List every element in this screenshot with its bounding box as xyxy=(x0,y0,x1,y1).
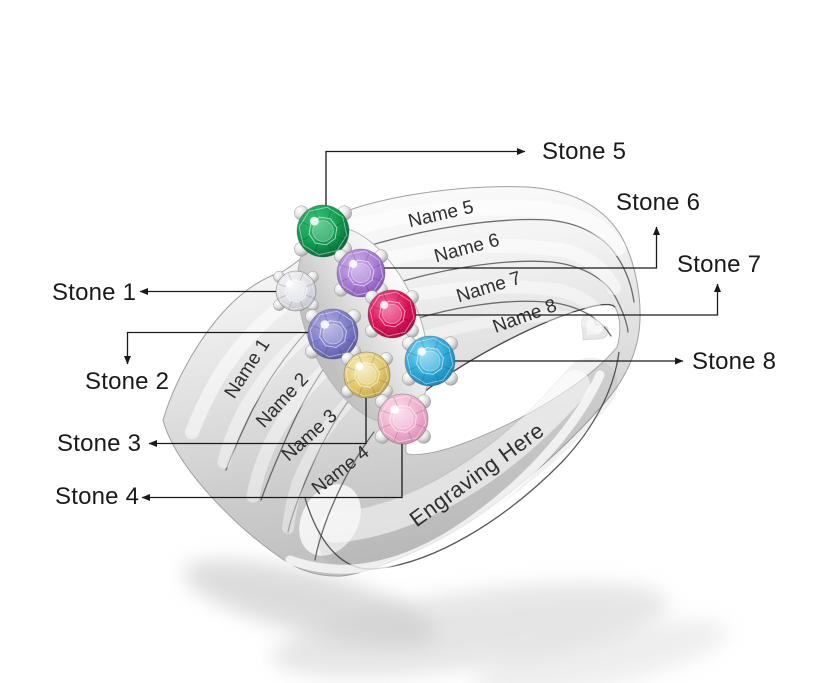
band-highlights xyxy=(185,199,626,534)
stone-8-callout-label: Stone 8 xyxy=(692,348,777,375)
sparkle-highlight xyxy=(310,216,319,226)
callout-line-stone-5 xyxy=(325,148,526,212)
stone-1-gem xyxy=(273,270,319,312)
sparkle-highlight xyxy=(390,405,400,414)
stone-2-callout-label: Stone 2 xyxy=(85,368,170,395)
stone-6-callout-label: Stone 6 xyxy=(616,189,701,216)
stone-4-callout-label: Stone 4 xyxy=(55,483,140,510)
stone-5-callout-label: Stone 5 xyxy=(542,138,627,165)
stone-6-gem xyxy=(334,248,388,298)
sparkle-highlight xyxy=(355,362,364,371)
callout-line-stone-2 xyxy=(124,331,314,365)
band-separators-right xyxy=(367,218,635,337)
stone-3-gem xyxy=(341,351,393,399)
stone-2-gem xyxy=(305,308,361,360)
stone-7-callout-label: Stone 7 xyxy=(677,251,762,278)
callout-line-stone-7 xyxy=(410,283,721,316)
stone-1-callout-label: Stone 1 xyxy=(52,279,137,306)
ring-hole xyxy=(405,303,621,456)
stones-layer xyxy=(273,204,458,445)
callout-line-stone-4 xyxy=(141,442,403,501)
ring-shadow xyxy=(183,560,728,683)
stone-7-gem xyxy=(365,289,419,339)
sparkle-highlight xyxy=(349,259,358,268)
sparkle-highlight xyxy=(380,300,389,309)
stone-4-gem xyxy=(375,393,431,445)
sparkle-highlight xyxy=(286,280,293,287)
callout-line-stone-3 xyxy=(148,396,367,447)
frosted-heart-highlight xyxy=(581,313,609,341)
inner-band-surface xyxy=(285,351,620,574)
callout-line-stone-6 xyxy=(380,226,660,269)
sparkle-highlight xyxy=(417,347,427,356)
stone-5-gem xyxy=(294,204,352,258)
stone-8-gem xyxy=(402,335,458,387)
stone-3-callout-label: Stone 3 xyxy=(57,430,142,457)
sparkle-highlight xyxy=(320,320,330,329)
callout-lines xyxy=(124,148,721,501)
